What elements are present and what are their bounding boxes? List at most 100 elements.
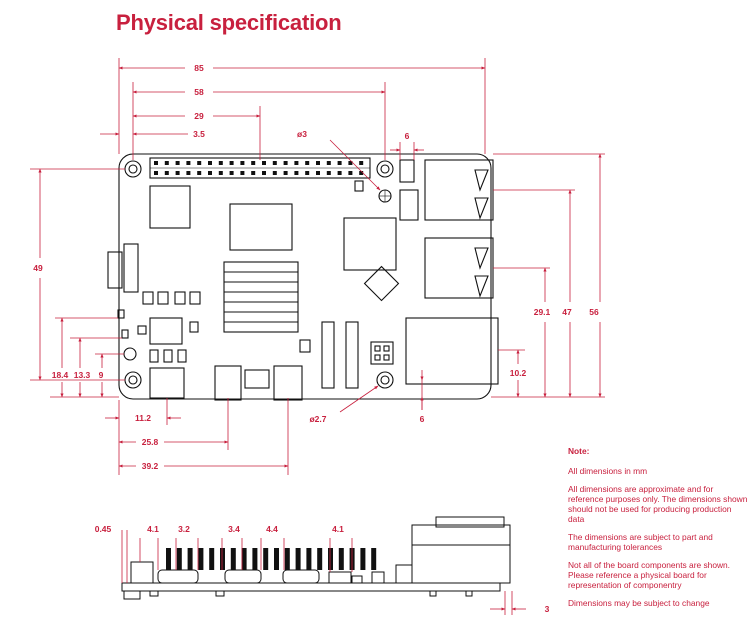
gpio-pin: [164, 171, 169, 175]
gpio-pin: [186, 161, 191, 165]
gpio-pin: [316, 161, 320, 165]
gpio-pin: [272, 171, 277, 175]
gpio-pin: [359, 161, 364, 165]
gpio-pin: [154, 171, 158, 175]
gpio-pin: [218, 171, 223, 175]
gpio-pin: [262, 171, 266, 175]
page-title: Physical specification: [116, 10, 342, 35]
dim-3-2-label: 3.2: [178, 524, 190, 534]
dim-10-2-label: 10.2: [510, 368, 527, 378]
note-item: Not all of the board components are show…: [568, 560, 731, 590]
notes-panel: Note: All dimensions in mm All dimension…: [568, 446, 748, 616]
header-pin-side: [295, 548, 301, 570]
gpio-pin: [294, 171, 299, 175]
header-pin-side: [198, 548, 204, 570]
gpio-pin: [305, 171, 310, 175]
header-pin-side: [338, 548, 344, 570]
gpio-pin: [175, 171, 180, 175]
note-item: All dimensions are approximate and for r…: [568, 484, 748, 524]
dimension-lines: [30, 58, 605, 475]
gpio-pin: [164, 161, 169, 165]
hole-dia-3-label: ø3: [297, 129, 307, 139]
gpio-pin: [337, 171, 342, 175]
dim-13-3-label: 13.3: [74, 370, 91, 380]
note-item: All dimensions in mm: [568, 466, 648, 476]
gpio-pin: [208, 161, 212, 165]
cpu-cooler: [223, 261, 299, 333]
dim-3-label: 3: [545, 604, 550, 614]
header-pin-side: [176, 548, 182, 570]
gpio-header: [149, 157, 371, 179]
gpio-pin: [154, 161, 158, 165]
hole-dia-2-7-label: ø2.7: [309, 414, 326, 424]
gpio-pin: [283, 171, 288, 175]
dim-29-label: 29: [194, 111, 204, 121]
header-pin-side: [263, 548, 269, 570]
gpio-pin: [197, 161, 202, 165]
header-pin-side: [230, 548, 236, 570]
gpio-pin: [348, 161, 353, 165]
gpio-pin: [186, 171, 191, 175]
dim-85-label: 85: [194, 63, 204, 73]
gpio-pin: [316, 171, 320, 175]
gpio-pin: [283, 161, 288, 165]
header-pin-side: [252, 548, 258, 570]
header-pin-side: [306, 548, 312, 570]
gpio-pin: [218, 161, 223, 165]
dim-47-label: 47: [562, 307, 572, 317]
gpio-pin: [305, 161, 310, 165]
header-pin-side: [328, 548, 333, 570]
gpio-pin: [326, 161, 331, 165]
header-pin-side: [241, 548, 247, 570]
header-pin-side: [166, 548, 171, 570]
dim-56-label: 56: [589, 307, 599, 317]
header-pin-side: [187, 548, 193, 570]
gpio-pin: [229, 161, 234, 165]
dim-29-1-label: 29.1: [534, 307, 551, 317]
dim-3-4-label: 3.4: [228, 524, 240, 534]
notes-heading: Note:: [568, 446, 590, 456]
dim-4-1a-label: 4.1: [147, 524, 159, 534]
note-item: The dimensions are subject to part and m…: [568, 532, 713, 552]
gpio-pin: [251, 171, 256, 175]
dim-6-bottom-label: 6: [420, 414, 425, 424]
usb-ports: [424, 159, 494, 299]
gpio-pin: [294, 161, 299, 165]
board-side-view: [121, 516, 511, 600]
dim-39-2-label: 39.2: [142, 461, 159, 471]
gpio-pin: [229, 171, 234, 175]
board-top-view: [107, 153, 499, 401]
header-pin-side: [220, 548, 225, 570]
header-pin-side: [317, 548, 323, 570]
header-pin-side: [209, 548, 215, 570]
dim-25-8-label: 25.8: [142, 437, 159, 447]
dim-4-4-label: 4.4: [266, 524, 278, 534]
mounting-hole-icon: [124, 160, 394, 389]
gpio-pin: [262, 161, 266, 165]
gpio-pin: [326, 171, 331, 175]
dim-11-2-label: 11.2: [135, 413, 151, 423]
header-pin-side: [371, 548, 377, 570]
gpio-pin: [359, 171, 364, 175]
gpio-pin: [348, 171, 353, 175]
gpio-pin: [175, 161, 180, 165]
dim-18-4-label: 18.4: [52, 370, 69, 380]
dim-3-5-label: 3.5: [193, 129, 205, 139]
gpio-pin: [197, 171, 202, 175]
gpio-pin: [272, 161, 277, 165]
dim-0-45-label: 0.45: [95, 524, 112, 534]
dim-6-top-label: 6: [405, 131, 410, 141]
gpio-pin: [208, 171, 212, 175]
dim-49-label: 49: [33, 263, 43, 273]
gpio-pin: [240, 171, 245, 175]
note-item: Dimensions may be subject to change: [568, 598, 710, 608]
dim-9-label: 9: [99, 370, 104, 380]
dim-58-label: 58: [194, 87, 204, 97]
header-pin-side: [284, 548, 290, 570]
dim-4-1b-label: 4.1: [332, 524, 344, 534]
header-pin-side: [274, 548, 279, 570]
ethernet-port: [405, 317, 499, 385]
gpio-pin: [337, 161, 342, 165]
board-outline: [118, 153, 492, 400]
